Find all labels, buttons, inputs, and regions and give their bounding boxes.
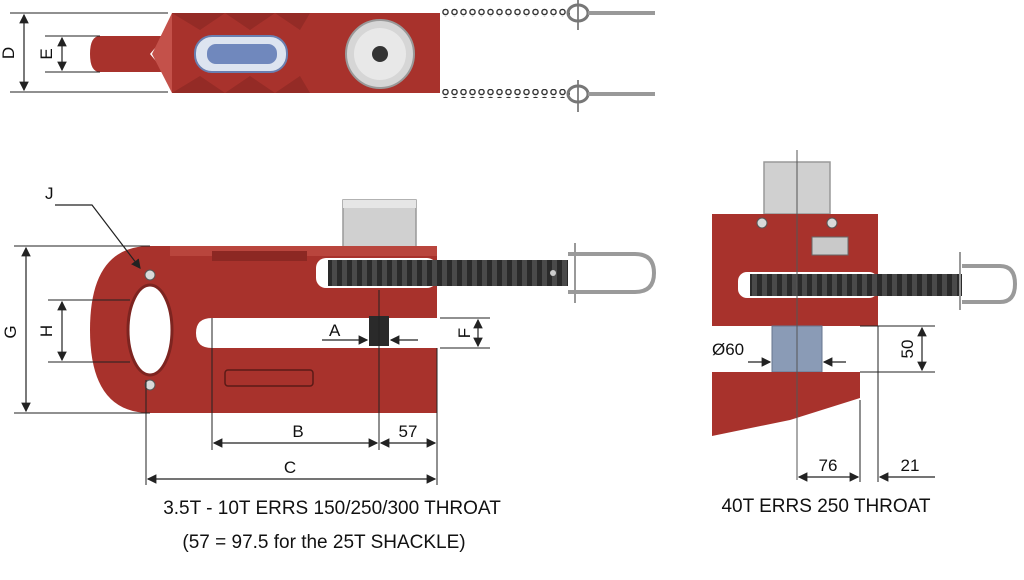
top-point xyxy=(152,13,172,93)
right-bolt-right xyxy=(826,217,838,229)
right-bolt-left xyxy=(756,217,768,229)
label-h: H xyxy=(37,325,56,337)
side-handle xyxy=(568,252,657,294)
top-nose xyxy=(90,36,165,72)
label-c: C xyxy=(284,458,296,477)
label-b: B xyxy=(292,422,303,441)
top-pin-lower xyxy=(566,80,655,112)
top-label-plate-inner xyxy=(207,44,277,64)
label-a: A xyxy=(329,321,341,340)
caption-left-note: (57 = 97.5 for the 25T SHACKLE) xyxy=(182,532,465,553)
top-pin-upper xyxy=(566,0,655,30)
label-57: 57 xyxy=(399,422,418,441)
side-shackle-eye xyxy=(126,283,174,377)
right-latch xyxy=(811,236,849,256)
side-shackle-pin-top xyxy=(144,269,156,281)
label-f: F xyxy=(455,328,474,338)
side-rack xyxy=(328,260,568,286)
label-50: 50 xyxy=(898,340,917,359)
top-roller-hole xyxy=(372,46,388,62)
label-d: D xyxy=(0,47,18,59)
top-view: D E xyxy=(0,0,655,112)
right-body-lower xyxy=(712,372,860,436)
leader-j xyxy=(55,204,141,269)
side-rack-pin xyxy=(550,270,556,276)
label-g: G xyxy=(1,325,20,338)
right-rack xyxy=(750,274,962,296)
label-dia60: Ø60 xyxy=(712,340,744,359)
side-grip xyxy=(212,251,307,261)
top-zigzag-upper xyxy=(172,13,310,30)
label-76: 76 xyxy=(819,456,838,475)
side-view-right: Ø60 50 76 21 xyxy=(712,150,1018,482)
top-chain-upper xyxy=(440,8,570,17)
caption-right-title: 40T ERRS 250 THROAT xyxy=(721,496,930,517)
top-chain-lower xyxy=(440,89,570,98)
label-j: J xyxy=(45,184,54,203)
right-body-upper xyxy=(712,214,878,326)
top-zigzag-lower xyxy=(172,76,310,93)
label-e: E xyxy=(37,48,56,59)
side-nameplate xyxy=(224,369,314,387)
caption-left-title: 3.5T - 10T ERRS 150/250/300 THROAT xyxy=(163,498,501,519)
side-view-left: G H J A F B 57 C xyxy=(1,184,657,485)
label-21: 21 xyxy=(901,456,920,475)
side-shackle-pin-bottom xyxy=(144,379,156,391)
side-roller-top xyxy=(343,200,416,208)
right-handle xyxy=(962,264,1018,304)
